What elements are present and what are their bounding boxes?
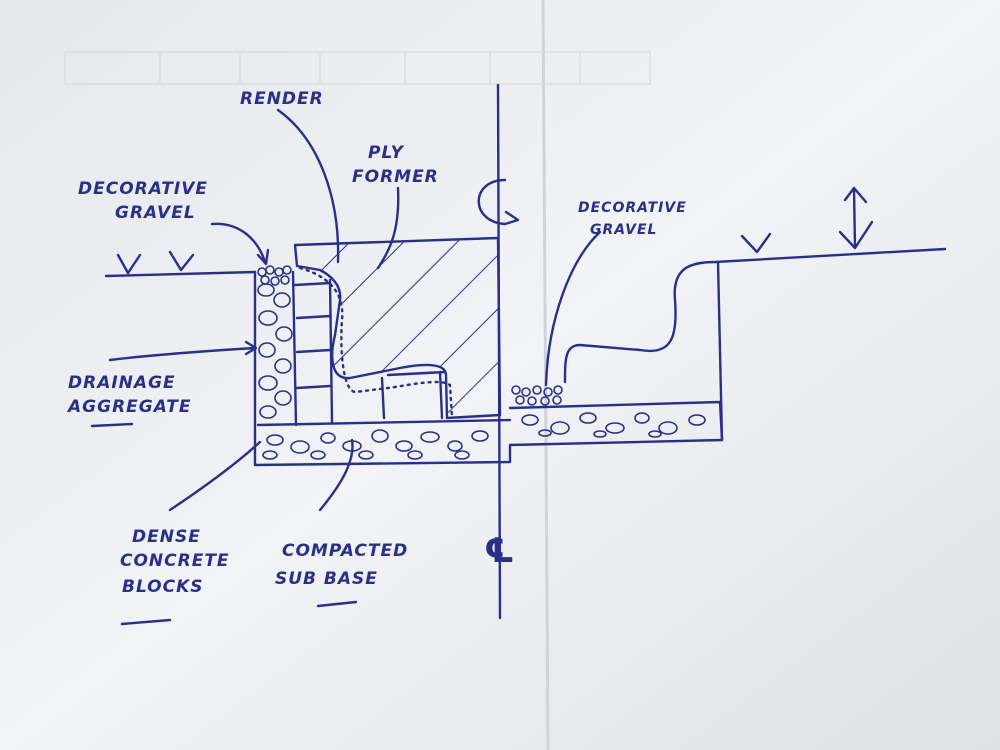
svg-text:GRAVEL: GRAVEL xyxy=(115,203,196,223)
svg-text:COMPACTED: COMPACTED xyxy=(282,541,408,561)
svg-text:DENSE: DENSE xyxy=(132,527,201,547)
leader-lines xyxy=(108,108,602,512)
ground-line-right xyxy=(563,247,947,384)
render-layer xyxy=(298,266,454,420)
svg-text:FORMER: FORMER xyxy=(352,167,439,187)
svg-text:BLOCKS: BLOCKS xyxy=(122,577,204,597)
centerline-symbol: ℄ xyxy=(484,531,515,571)
formwork-struts xyxy=(293,278,447,424)
svg-text:GRAVEL: GRAVEL xyxy=(590,222,657,238)
faint-table-bleedthrough xyxy=(64,51,651,85)
ground-line-left xyxy=(104,270,257,278)
svg-text:PLY: PLY xyxy=(368,143,405,163)
foundation-slab xyxy=(253,270,724,467)
label-ply-former: PLY FORMER xyxy=(352,143,439,187)
section-arrow-top xyxy=(477,178,520,226)
ply-former-core xyxy=(293,236,502,420)
svg-text:DECORATIVE: DECORATIVE xyxy=(578,200,687,216)
svg-text:AGGREGATE: AGGREGATE xyxy=(66,397,191,417)
decorative-gravel-right xyxy=(511,385,563,406)
drainage-aggregate xyxy=(257,265,298,427)
svg-text:DRAINAGE: DRAINAGE xyxy=(68,373,176,393)
label-decorative-gravel-left: DECORATIVE GRAVEL xyxy=(78,179,208,223)
label-dense-concrete-blocks: DENSE CONCRETE BLOCKS xyxy=(120,527,230,626)
label-render: RENDER xyxy=(240,89,324,109)
decorative-gravel-left-top xyxy=(257,265,292,286)
label-compacted-sub-base: COMPACTED SUB BASE xyxy=(275,541,408,608)
svg-text:SUB BASE: SUB BASE xyxy=(275,569,378,589)
svg-text:RENDER: RENDER xyxy=(240,89,324,109)
svg-text:DECORATIVE: DECORATIVE xyxy=(78,179,208,199)
level-arrows xyxy=(116,186,874,275)
label-drainage-aggregate: DRAINAGE AGGREGATE xyxy=(66,373,191,428)
label-decorative-gravel-right: DECORATIVE GRAVEL xyxy=(578,200,687,238)
svg-text:CONCRETE: CONCRETE xyxy=(120,551,230,571)
